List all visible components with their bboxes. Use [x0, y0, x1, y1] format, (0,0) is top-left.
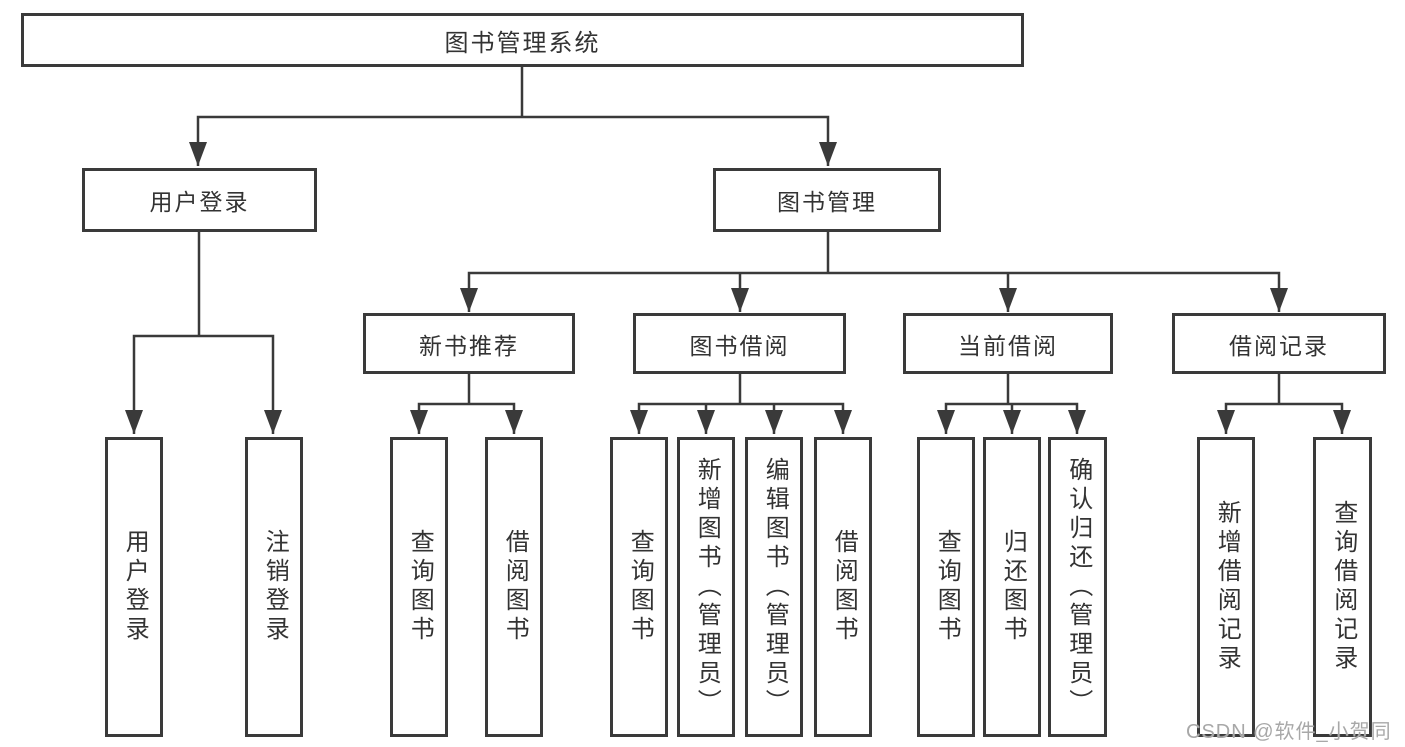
- leaf-logout: 注销登录: [245, 437, 303, 737]
- watermark: CSDN @软件_小贺同学: [1186, 721, 1392, 743]
- leaf-user-login: 用户登录: [105, 437, 163, 737]
- leaf-nbr-borrow-books: 借阅图书: [485, 437, 543, 737]
- arrowhead-icons: [125, 142, 1351, 434]
- leaf-bb-add-books-admin: 新增图书（管理员）: [677, 437, 735, 737]
- node-book-borrowing: 图书借阅: [633, 313, 846, 374]
- node-user-login: 用户登录: [82, 168, 317, 232]
- node-book-management: 图书管理: [713, 168, 941, 232]
- leaf-cb-confirm-return-admin: 确认归还（管理员）: [1048, 437, 1107, 737]
- node-borrow-records: 借阅记录: [1172, 313, 1386, 374]
- node-current-borrowing: 当前借阅: [903, 313, 1113, 374]
- leaf-bb-query-books: 查询图书: [610, 437, 668, 737]
- connector-paths: [132, 67, 1344, 434]
- leaf-br-add-record: 新增借阅记录: [1197, 437, 1255, 737]
- leaf-br-query-record: 查询借阅记录: [1313, 437, 1372, 737]
- node-library-system: 图书管理系统: [21, 13, 1024, 67]
- leaf-cb-return-books: 归还图书: [983, 437, 1041, 737]
- leaf-bb-edit-books-admin: 编辑图书（管理员）: [745, 437, 803, 737]
- leaf-nbr-query-books: 查询图书: [390, 437, 448, 737]
- leaf-bb-borrow-books: 借阅图书: [814, 437, 872, 737]
- leaf-cb-query-books: 查询图书: [917, 437, 975, 737]
- node-new-book-recommend: 新书推荐: [363, 313, 575, 374]
